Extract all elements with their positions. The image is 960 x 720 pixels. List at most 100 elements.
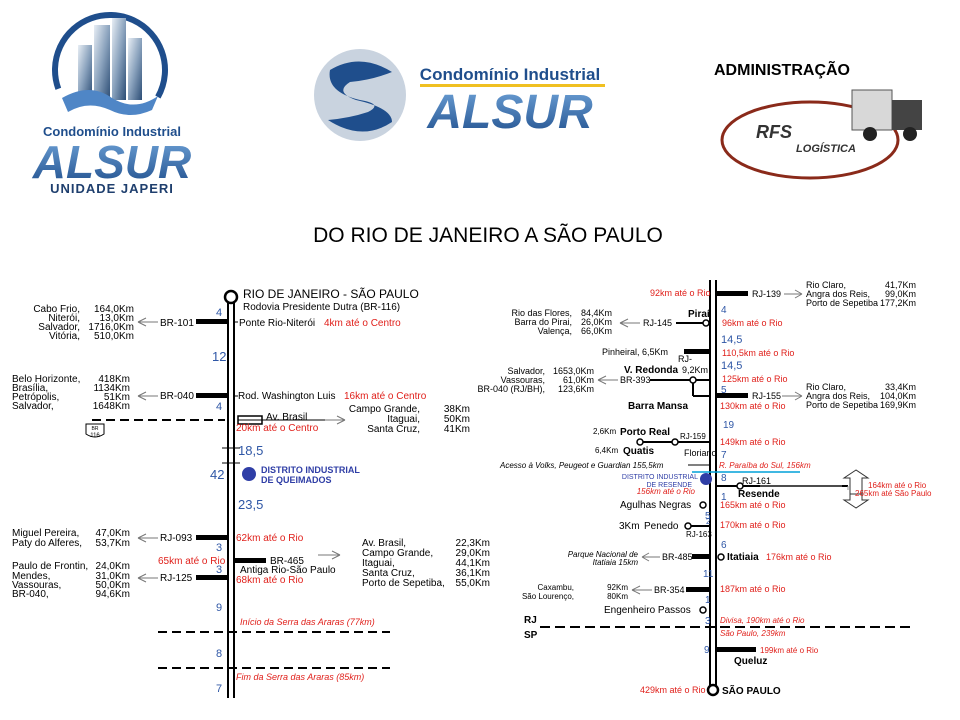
distance-label: 8 xyxy=(721,473,727,484)
svg-text:Porto de Sepetiba: Porto de Sepetiba xyxy=(806,400,878,410)
svg-text:Paulo de Frontin,: Paulo de Frontin, xyxy=(12,561,88,572)
logo-rfs-logistica: ADMINISTRAÇÃO RFS LOGÍSTICA xyxy=(714,59,922,180)
logo-alsur-center: Condomínio Industrial ALSUR xyxy=(314,49,605,141)
svg-text:1653,0Km: 1653,0Km xyxy=(553,366,594,376)
svg-text:Vassouras,: Vassouras, xyxy=(12,580,61,591)
br116-shield-icon: BR 116 xyxy=(85,423,105,439)
logo-alsur-japeri: Condomínio Industrial ALSUR UNIDADE JAPE… xyxy=(32,12,191,196)
svg-text:510,0Km: 510,0Km xyxy=(94,331,134,342)
access-note: Acesso à Volks, Peugeot e Guardian 155,5… xyxy=(499,461,664,470)
svg-text:38Km: 38Km xyxy=(444,404,470,415)
industrial-district-marker-icon xyxy=(700,473,712,485)
city-volta-redonda: V. Redonda xyxy=(624,365,679,376)
distance-label: 9 xyxy=(704,645,710,656)
admin-label: ADMINISTRAÇÃO xyxy=(714,59,850,79)
city-engenheiro-passos: Engenheiro Passos xyxy=(604,605,691,616)
junction-note: 20km até o Centro xyxy=(236,423,319,434)
left-route-subtitle: Rodovia Presidente Dutra (BR-116) xyxy=(243,302,400,313)
road-label-br393: BR-393 xyxy=(620,375,651,385)
logo-center-subtitle: Condomínio Industrial xyxy=(420,65,600,84)
road-label-rj145: RJ-145 xyxy=(643,318,672,328)
arrow-left-icon xyxy=(597,375,618,385)
svg-text:Vitória,: Vitória, xyxy=(49,331,80,342)
svg-text:26,0Km: 26,0Km xyxy=(581,317,612,327)
arrow-left-icon xyxy=(631,585,652,595)
dest-list-avbrasil: Campo Grande,38Km Itaguai,50Km Santa Cru… xyxy=(349,404,470,435)
junction-label: Antiga Rio-São Paulo xyxy=(240,565,336,576)
city-resende: Resende xyxy=(738,489,780,500)
arrow-right-icon xyxy=(784,289,803,299)
svg-text:Santa Cruz,: Santa Cruz, xyxy=(362,568,415,579)
distance-label: 4 xyxy=(216,307,222,319)
svg-text:Campo Grande,: Campo Grande, xyxy=(349,404,420,415)
road-label-rj125: RJ-125 xyxy=(160,573,193,584)
svg-text:29,0Km: 29,0Km xyxy=(456,548,490,559)
dest-km: 92Km xyxy=(607,583,628,592)
road-label-br354: BR-354 xyxy=(654,585,685,595)
svg-text:66,0Km: 66,0Km xyxy=(581,326,612,336)
svg-text:61,0Km: 61,0Km xyxy=(563,375,594,385)
svg-text:50Km: 50Km xyxy=(444,414,470,425)
city-porto-real: Porto Real xyxy=(620,427,670,438)
distance-label: 11 xyxy=(703,569,714,580)
distance-label: 9,2Km xyxy=(682,365,708,375)
distance-label: 14,5 xyxy=(721,334,742,346)
svg-text:Campo Grande,: Campo Grande, xyxy=(362,548,433,559)
right-route: SÃO PAULO 429km até o Rio 4 14,5 14,5 5 … xyxy=(477,280,932,697)
district-label: DE RESENDE xyxy=(646,482,692,489)
serra-end-note: Fim da Serra das Araras (85km) xyxy=(236,672,364,682)
distance-label: 6 xyxy=(721,540,727,551)
distance-note: 176km até o Rio xyxy=(766,552,832,562)
arrow-right-icon xyxy=(325,415,346,425)
svg-text:169,9Km: 169,9Km xyxy=(880,400,916,410)
svg-text:31,0Km: 31,0Km xyxy=(96,571,130,582)
svg-text:1648Km: 1648Km xyxy=(93,401,130,412)
svg-text:50,0Km: 50,0Km xyxy=(96,580,130,591)
svg-text:22,3Km: 22,3Km xyxy=(456,538,490,549)
junction-label: Av. Brasil xyxy=(266,412,307,423)
distance-label: 7 xyxy=(721,450,727,461)
svg-text:BR: BR xyxy=(92,426,99,432)
distance-label: 3 xyxy=(216,564,222,576)
svg-text:99,0Km: 99,0Km xyxy=(885,289,916,299)
distance-note: 429km até o Rio xyxy=(640,685,706,695)
svg-text:41Km: 41Km xyxy=(444,424,470,435)
end-marker-icon xyxy=(706,683,720,697)
svg-text:Angra dos Reis,: Angra dos Reis, xyxy=(806,391,870,401)
city-quatis: Quatis xyxy=(623,446,655,457)
start-marker-icon xyxy=(223,289,239,305)
junction-note: 4km até o Centro xyxy=(324,318,401,329)
distance-label: 1 xyxy=(721,492,727,503)
svg-text:Rio das Flores,: Rio das Flores, xyxy=(511,308,572,318)
distance-note: 110,5km até o Rio xyxy=(722,348,794,358)
svg-text:116: 116 xyxy=(90,433,100,439)
road-label-rj: RJ- xyxy=(678,354,692,364)
svg-text:Itaguai,: Itaguai, xyxy=(387,414,420,425)
arrow-left-icon xyxy=(137,391,158,401)
svg-text:Miguel Pereira,: Miguel Pereira, xyxy=(12,528,79,539)
distance-note: 65km até o Rio xyxy=(158,556,226,567)
city-pirai: Piraí xyxy=(688,309,711,320)
junction-note: 16km até o Centro xyxy=(344,391,427,402)
distance-label: 3 xyxy=(216,542,222,554)
svg-text:36,1Km: 36,1Km xyxy=(456,568,490,579)
buildings-icon xyxy=(78,18,142,100)
park-note: Itatiaia 15km xyxy=(593,558,639,567)
logo-japeri-name: ALSUR xyxy=(32,136,191,188)
distance-note: 96km até o Rio xyxy=(722,318,783,328)
distance-label: 5 xyxy=(705,511,711,522)
arrow-left-icon xyxy=(137,573,158,583)
distance-label: 5 xyxy=(721,385,727,396)
arrow-left-icon xyxy=(641,552,660,562)
distance-note: 165km até o Rio xyxy=(720,500,786,510)
road-label-rj161: RJ-161 xyxy=(742,476,771,486)
dest-list-rj139: Rio Claro,41,7Km Angra dos Reis,99,0Km P… xyxy=(806,280,916,308)
svg-text:Porto de Sepetiba,: Porto de Sepetiba, xyxy=(362,578,445,589)
svg-text:Porto de Sepetiba: Porto de Sepetiba xyxy=(806,298,878,308)
svg-text:Salvador,: Salvador, xyxy=(38,322,80,333)
distance-label: 6,4Km xyxy=(595,446,618,455)
dest-list-rj145: Rio das Flores,84,4Km Barra do Pirai,26,… xyxy=(511,308,612,336)
svg-text:Petrópolis,: Petrópolis, xyxy=(12,392,59,403)
double-arrow-icon xyxy=(842,469,870,509)
svg-text:Cabo Frio,: Cabo Frio, xyxy=(33,304,80,315)
